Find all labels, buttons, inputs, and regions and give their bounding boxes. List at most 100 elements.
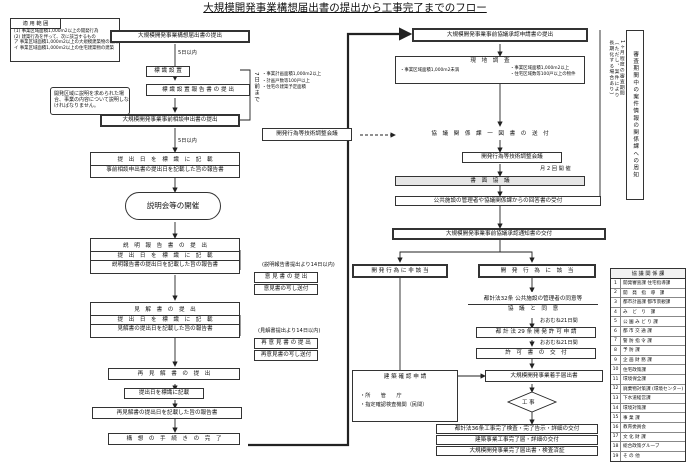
row-number: 19 (611, 451, 621, 462)
department-name: 開 発 指 導 課 (623, 290, 665, 296)
within-21-days-label-2: おおむね21日間 (540, 340, 578, 346)
public-answer-box: 公共施設の管理者や協議関係課からの回答書の受付 (395, 196, 601, 206)
legend-item: イ 事業区域面積1,000m2以上の住宅建築物の建築 (14, 45, 115, 51)
within-14-days-label: (説明報告書提出より14日以内) (262, 262, 335, 268)
submit-consult-box: 大規模開発事業事前協議承認申請書の提出 (412, 28, 588, 42)
view-reports-box: 見 解 書 の 提 出 提 出 日 を 標 識 に 記 載 見解書の提出日を記載… (90, 302, 240, 338)
department-name: 住宅政策課 (623, 367, 646, 373)
department-name: 文 化 財 課 (623, 434, 646, 440)
row-number: 16 (611, 422, 621, 432)
row-number: 11 (611, 374, 621, 384)
row-number: 17 (611, 432, 621, 442)
bldg-review-box: 建 築 確 認 申 請 (352, 370, 458, 422)
approval-notice-box: 大規模開発事業事前協議承認通知書の交付 (392, 228, 606, 240)
survey-box: 現 地 調 査 (395, 56, 585, 84)
monthly-label: 月 2 回 開 催 (540, 166, 571, 172)
briefing-step: 提 出 日 を 標 識 に 記 載 (91, 250, 239, 260)
department-name: 教育委員会 (623, 425, 646, 431)
department-name: 開発審査課 住宅指導課 (623, 281, 671, 287)
row-number: 12 (611, 384, 621, 394)
posting-report-box-1: 提 出 日 を 標 識 に 記 載 事前相談申出書の提出日を記載した旨の報告書 (90, 152, 240, 178)
legend-item: (1) 事業区域面積1,000m2以上の開発行為 (14, 29, 99, 34)
bldg-item: ・指定確認検査機関（民間） (360, 402, 428, 409)
legend-heading: 適 用 範 囲 (11, 19, 61, 29)
survey-label: 現 地 調 査 (470, 58, 510, 64)
construction-label: 工 事 (522, 400, 535, 406)
review-period-box: 審査期間中の案件情報の関係課への周知 (626, 30, 644, 200)
department-name: 事 業 課 (623, 415, 640, 421)
posting-step: 事前相談申出書の提出日を記載した旨の報告書 (91, 164, 239, 174)
bldg-item: ・所 管 庁 (360, 393, 402, 399)
condition-right: ・事業区域面積1,000m2以上 ・住宅区域数等100戸以上の物件 (510, 66, 575, 78)
written-consult-box: 書 面 協 議 (395, 176, 585, 186)
art32-sub: 協 議 と 同 意 (468, 303, 598, 313)
department-name: 企 画 財 務 課 (623, 358, 652, 364)
legend-item: (2) 建築行為を伴って、次に該当するもの (14, 34, 96, 40)
within-14-days-label-2: (見解書提出より14日以内) (258, 328, 321, 334)
re-view-report-box: 再見解書の提出日を記載した旨の報告書 (92, 407, 242, 419)
condition-item: ・事業計画面積1,000m2以上 (262, 72, 322, 77)
art32-box: 都計法32条 公共施設の管理者の同意等 協 議 と 同 意 (468, 292, 598, 316)
condition-left: ・事業区域面積1,000m2未満 (400, 68, 460, 73)
department-name: 総合政策グループ (623, 444, 660, 450)
row-number: 4 (611, 307, 621, 317)
re-view-submit-box: 再 見 解 書 の 提 出 (108, 368, 240, 380)
row-number: 2 (611, 288, 621, 298)
row-number: 9 (611, 355, 621, 365)
row-number: 5 (611, 317, 621, 326)
legend-item: ア 事業区域面積1,000m2以上の大規模建築物の建築 (14, 40, 119, 45)
art32-label: 都計法32条 公共施設の管理者の同意等 (483, 296, 583, 303)
within-5-days-label: 5日以内 (178, 50, 197, 56)
department-name: 廃棄物対策課 (環境センター) (623, 386, 684, 392)
submit-concept-box: 大規模開発事業構想届出書の提出 (110, 30, 250, 43)
row-number: 14 (611, 403, 621, 413)
conditions-list: ・事業計画面積1,000m2以上 ・計画戸数等100戸以上 ・住宅の建築予定面積 (262, 72, 342, 92)
department-name: 公 園 み ど り 課 (623, 319, 658, 325)
sign-report-box: 標 識 設 置 報 告 書 の 提 出 (146, 84, 250, 96)
coord-meeting-box: 開発行為等技術調整会議 (262, 128, 352, 141)
posting-box-3: 提出日を標識に記載 (124, 388, 204, 399)
department-name: そ の 他 (623, 454, 640, 460)
briefing-reports-box: 説 明 報 告 書 の 提 出 提 出 日 を 標 識 に 記 載 説明報告書の… (90, 238, 240, 274)
posting-step: 提 出 日 を 標 識 に 記 載 (117, 157, 213, 164)
is-dev-box: 開 発 行 為 に 該 当 (478, 264, 596, 278)
briefing-step: 説明報告書の提出日を記載した旨の報告書 (91, 260, 239, 269)
dept-table-heading: 協 議 関 係 課 (611, 269, 685, 279)
within-5-days-label-2: 5日以内 (178, 138, 197, 144)
within-21-days-label: おおむね21日間 (540, 318, 578, 324)
department-name: 環境保全課 (623, 377, 646, 383)
row-number: 7 (611, 336, 621, 346)
scope-legend: 適 用 範 囲 (1) 事業区域面積1,000m2以上の開発行為 (2) 建築行… (10, 18, 120, 62)
department-name: 下水道経営課 (623, 396, 651, 402)
consult-doc-line: 協 議 関 係 課 一 図 書 の 送 付 (431, 130, 549, 137)
re-opinion-copy-box: 再意見書の写し送付 (254, 350, 318, 361)
condition-item: ・住宅の建築予定面積 (262, 85, 306, 91)
condition-item: ・住宅区域数等100戸以上の物件 (510, 72, 576, 78)
coord-meeting-2-box: 開発行為等技術調整会議 (462, 152, 562, 163)
explain-note: 開発区域に説明を求められた場合、事業の内容について説明しなければなりません。 (50, 87, 130, 115)
permit-box: 許 可 書 の 交 付 (476, 348, 596, 359)
view-step: 提 出 日 を 標 識 に 記 載 (91, 314, 239, 324)
review-period-note: 1ヶ月程度の審査期間（ただし、案件により長期化する場合あり） (608, 40, 624, 98)
complete-report-2-box: 大規模開発事業完了届出書・検査済証 (436, 446, 598, 456)
row-number: 6 (611, 326, 621, 336)
department-name: 予 防 課 (623, 348, 640, 354)
days-7-label: 7日前まで (253, 72, 260, 103)
condition-item: ・事業区域面積1,000m2以上 (510, 66, 570, 71)
not-dev-box: 開 発 行 為 に 非 該 当 (352, 264, 448, 278)
